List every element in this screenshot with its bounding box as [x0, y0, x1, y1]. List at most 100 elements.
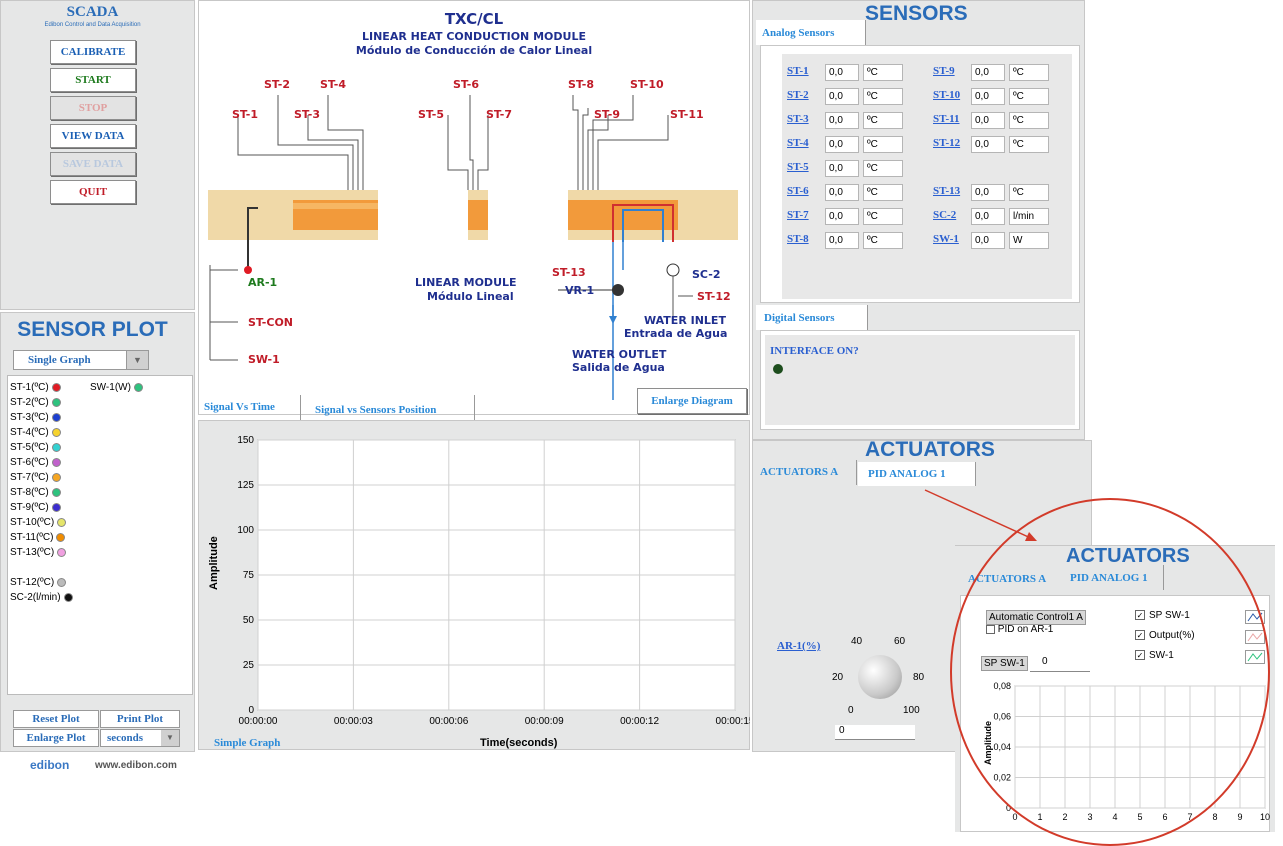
plot-color-dot-icon	[57, 577, 67, 587]
ar1-knob[interactable]	[858, 655, 902, 699]
ar1-percent-label: AR-1(%)	[777, 640, 821, 652]
enlarge-plot-button[interactable]: Enlarge Plot	[13, 729, 99, 747]
diagram-subtitle-en: LINEAR HEAT CONDUCTION MODULE	[362, 30, 586, 43]
sensor-plot-item[interactable]: ST-2(ºC)	[10, 395, 120, 410]
actuators-title: ACTUATORS	[865, 438, 995, 461]
sw1-label: SW-1	[248, 353, 280, 366]
sensor-plot-item-label: ST-7(ºC)	[10, 472, 49, 483]
sensor-plot-item[interactable]: SC-2(l/min)	[10, 590, 120, 605]
sensor-label: ST-10	[933, 89, 961, 101]
x-tick-label: 8	[1212, 812, 1217, 822]
knob-tick-100: 100	[903, 705, 920, 716]
sensor-plot-list: ST-1(ºC)ST-2(ºC) ST-3(ºC) ST-4(ºC) ST-5(ºC)…	[10, 380, 120, 605]
sensor-plot-item[interactable]: ST-12(ºC)	[10, 575, 120, 590]
diagram-subtitle-es: Módulo de Conducción de Calor Lineal	[355, 44, 593, 57]
quit-button[interactable]: QUIT	[50, 180, 136, 204]
sensor-label: ST-11	[933, 113, 960, 125]
sensor-value: 0,0	[825, 232, 859, 249]
sensor-label: ST-8	[787, 233, 809, 245]
sensor-unit: ºC	[863, 232, 903, 249]
sensor-plot-item-label: ST-3(ºC)	[10, 412, 49, 423]
sensor-plot-item-label: ST-11(ºC)	[10, 532, 54, 543]
pid-analog-tab-bg	[858, 462, 976, 486]
knob-tick-0: 0	[848, 705, 854, 716]
edibon-logo: edibon	[30, 758, 69, 772]
sensor-unit: l/min	[1009, 208, 1049, 225]
plot-color-dot-icon	[51, 487, 61, 497]
plot-color-dot-icon	[51, 472, 61, 482]
interface-on-label: INTERFACE ON?	[770, 345, 859, 357]
knob-tick-40: 40	[851, 636, 863, 647]
print-plot-button[interactable]: Print Plot	[100, 710, 180, 728]
st4-label: ST-4	[320, 78, 347, 91]
edibon-logo-text: edibon	[30, 758, 70, 772]
sensor-plot-item-label: SC-2(l/min)	[10, 592, 61, 603]
x-tick-label: 0	[1012, 812, 1017, 822]
sc2-label: SC-2	[692, 268, 721, 281]
sensor-unit: ºC	[1009, 184, 1049, 201]
plot-mode-select[interactable]: Single Graph ▼	[13, 350, 149, 370]
save-data-button[interactable]: SAVE DATA	[50, 152, 136, 176]
edibon-url[interactable]: www.edibon.com	[95, 760, 177, 771]
tab-signal-vs-time[interactable]: Signal Vs Time	[204, 401, 275, 413]
linear-module-es-label: Módulo Lineal	[427, 290, 514, 303]
sensor-label: ST-1	[787, 65, 809, 77]
tab-signal-vs-position[interactable]: Signal vs Sensors Position	[315, 404, 437, 416]
knob-value-field[interactable]: 0	[835, 725, 915, 740]
tab-pid-analog-1[interactable]: PID ANALOG 1	[868, 468, 946, 480]
sensor-plot-item[interactable]: ST-4(ºC)	[10, 425, 120, 440]
knob-tick-60: 60	[894, 636, 906, 647]
sensor-plot-item-label: ST-5(ºC)	[10, 442, 49, 453]
sensor-plot-item[interactable]: ST-3(ºC)	[10, 410, 120, 425]
sensor-plot-item[interactable]: ST-7(ºC)	[10, 470, 120, 485]
st9-label: ST-9	[594, 108, 621, 121]
units-select[interactable]: seconds ▼	[100, 729, 180, 747]
reset-plot-button[interactable]: Reset Plot	[13, 710, 99, 728]
calibrate-button[interactable]: CALIBRATE	[50, 40, 136, 64]
st5-label: ST-5	[418, 108, 445, 121]
sensor-plot-item[interactable]: ST-1(ºC)	[10, 380, 120, 395]
tab-actuators-a[interactable]: ACTUATORS A	[760, 466, 839, 478]
tab-digital-sensors[interactable]: Digital Sensors	[764, 312, 835, 324]
sensor-label: ST-12	[933, 137, 961, 149]
sensor-value: 0,0	[971, 232, 1005, 249]
plot-mode-value: Single Graph	[28, 354, 91, 366]
sensor-unit: ºC	[863, 208, 903, 225]
enlarge-diagram-button[interactable]: Enlarge Diagram	[637, 388, 747, 414]
sensor-unit: ºC	[863, 88, 903, 105]
sensors-title: SENSORS	[865, 2, 968, 25]
sensor-value: 0,0	[825, 208, 859, 225]
callout-arrow	[924, 489, 1037, 541]
view-data-button[interactable]: VIEW DATA	[50, 124, 136, 148]
stop-button[interactable]: STOP	[50, 96, 136, 120]
sensor-plot-item-sw1[interactable]: SW-1(W)	[90, 380, 143, 395]
sensor-plot-item[interactable]: ST-13(ºC)	[10, 545, 120, 560]
tab-analog-sensors[interactable]: Analog Sensors	[762, 27, 835, 39]
sensor-plot-item-label: ST-13(ºC)	[10, 547, 55, 558]
plot-color-dot-icon	[51, 442, 61, 452]
sensor-value: 0,0	[825, 136, 859, 153]
sensor-plot-item-label: ST-6(ºC)	[10, 457, 49, 468]
diagram-title: TXC/CL	[444, 10, 504, 28]
sensor-plot-item[interactable]: ST-10(ºC)	[10, 515, 120, 530]
x-tick-label: 00:00:03	[334, 716, 373, 727]
sensor-value: 0,0	[971, 64, 1005, 81]
plot-color-dot-icon	[63, 592, 73, 602]
chevron-down-icon: ▼	[161, 730, 179, 746]
stcon-label: ST-CON	[248, 316, 294, 329]
sensor-label: ST-3	[787, 113, 809, 125]
x-tick-label: 00:00:12	[620, 716, 659, 727]
sensor-plot-item[interactable]: ST-9(ºC)	[10, 500, 120, 515]
ar1-label: AR-1	[248, 276, 278, 289]
sensor-plot-item[interactable]: ST-5(ºC)	[10, 440, 120, 455]
units-value: seconds	[107, 732, 144, 744]
sensor-plot-item[interactable]: ST-8(ºC)	[10, 485, 120, 500]
st13-label: ST-13	[552, 266, 586, 279]
sensor-plot-item[interactable]: ST-6(ºC)	[10, 455, 120, 470]
sensor-value: 0,0	[825, 64, 859, 81]
st12-label: ST-12	[697, 290, 731, 303]
analog-sensors-tab-bg	[756, 20, 866, 45]
sensor-plot-item[interactable]: ST-11(ºC)	[10, 530, 120, 545]
plot-color-dot-icon	[51, 412, 61, 422]
start-button[interactable]: START	[50, 68, 136, 92]
